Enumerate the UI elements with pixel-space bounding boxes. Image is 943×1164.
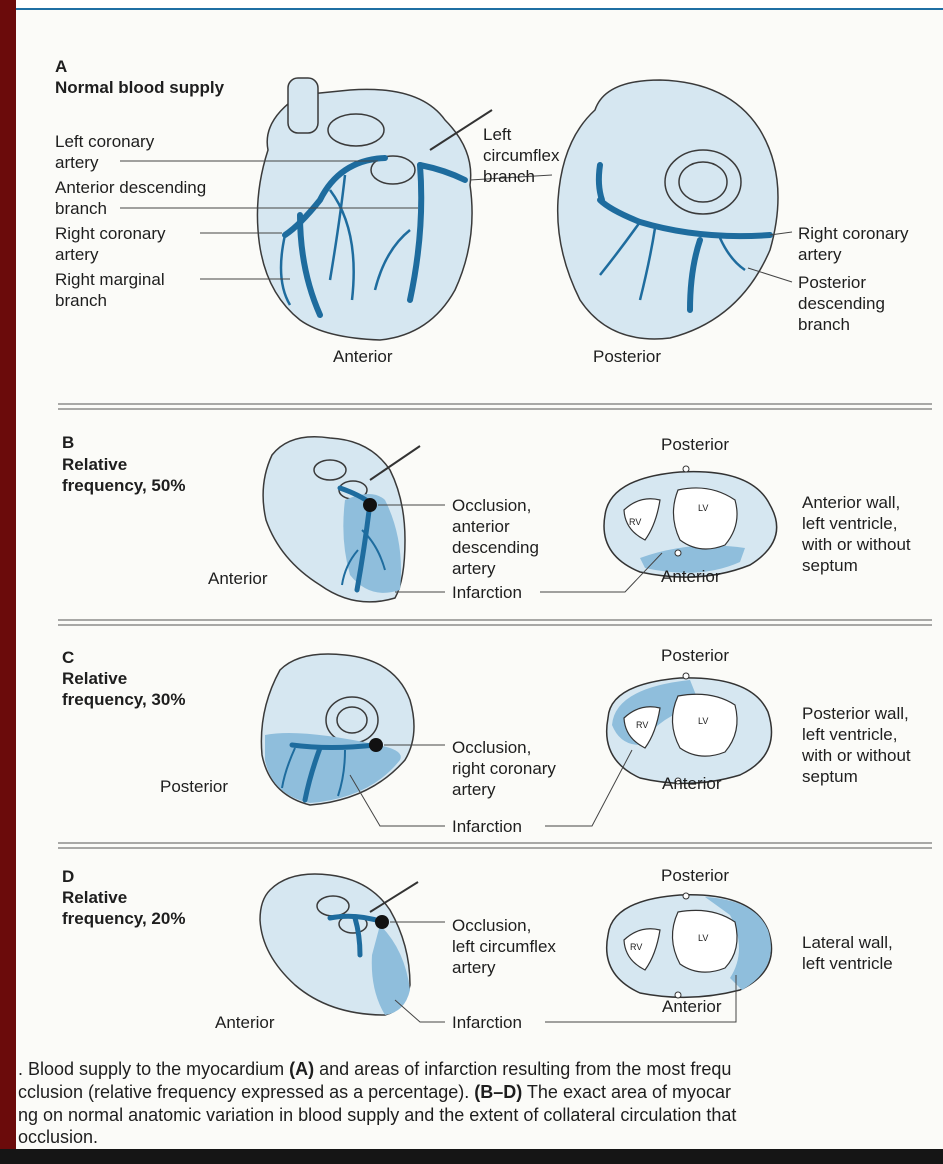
anterior-label-c: Anterior: [662, 773, 722, 794]
occlusion-b-4: artery: [452, 558, 495, 579]
label-circumflex-3: branch: [483, 166, 535, 187]
lv-label-c: LV: [698, 716, 708, 726]
occlusion-b-1: Occlusion,: [452, 495, 531, 516]
result-c-3: with or without: [802, 745, 911, 766]
anterior-label-b: Anterior: [661, 566, 721, 587]
posterior-label-d: Posterior: [661, 865, 729, 886]
panel-d-title-1: Relative: [62, 887, 127, 908]
bottom-dark-edge: [0, 1149, 943, 1164]
result-d-1: Lateral wall,: [802, 932, 893, 953]
occlusion-dot-b: [363, 498, 377, 512]
label-right-coronary-post-1: Right coronary: [798, 223, 909, 244]
panel-b-letter: B: [62, 432, 74, 453]
anterior-label-d: Anterior: [662, 996, 722, 1017]
panel-d-letter: D: [62, 866, 74, 887]
posterior-label-b: Posterior: [661, 434, 729, 455]
view-label-posterior-a: Posterior: [593, 346, 661, 367]
label-right-marginal-2: branch: [55, 290, 107, 311]
occlusion-b-3: descending: [452, 537, 539, 558]
caption-line-2: cclusion (relative frequency expressed a…: [18, 1081, 731, 1104]
panel-a-letter: A: [55, 56, 67, 77]
posterior-label-c: Posterior: [661, 645, 729, 666]
result-c-1: Posterior wall,: [802, 703, 909, 724]
result-b-1: Anterior wall,: [802, 492, 900, 513]
occlusion-dot-d: [375, 915, 389, 929]
panel-a-title: Normal blood supply: [55, 77, 224, 98]
infarction-label-c: Infarction: [452, 816, 522, 837]
caption-line-1: . Blood supply to the myocardium (A) and…: [18, 1058, 731, 1081]
label-anterior-desc-2: branch: [55, 198, 107, 219]
view-label-b: Anterior: [208, 568, 268, 589]
label-anterior-desc-1: Anterior descending: [55, 177, 206, 198]
label-right-marginal-1: Right marginal: [55, 269, 165, 290]
view-label-anterior-a: Anterior: [333, 346, 393, 367]
caption-line-4: occlusion.: [18, 1126, 98, 1149]
panel-c-title-2: frequency, 30%: [62, 689, 185, 710]
panel-c-letter: C: [62, 647, 74, 668]
occlusion-c-3: artery: [452, 779, 495, 800]
label-post-desc-1: Posterior: [798, 272, 866, 293]
label-circumflex-2: circumflex: [483, 145, 560, 166]
rv-label-b: RV: [629, 517, 641, 527]
label-right-coronary-post-2: artery: [798, 244, 841, 265]
result-b-4: septum: [802, 555, 858, 576]
lv-label-b: LV: [698, 503, 708, 513]
label-left-coronary-2: artery: [55, 152, 98, 173]
occlusion-d-3: artery: [452, 957, 495, 978]
infarction-label-d: Infarction: [452, 1012, 522, 1033]
heart-posterior-normal: [558, 80, 778, 339]
rv-label-c: RV: [636, 720, 648, 730]
result-c-2: left ventricle,: [802, 724, 897, 745]
occlusion-c-1: Occlusion,: [452, 737, 531, 758]
lv-label-d: LV: [698, 933, 708, 943]
occlusion-d-1: Occlusion,: [452, 915, 531, 936]
result-b-3: with or without: [802, 534, 911, 555]
label-post-desc-2: descending: [798, 293, 885, 314]
result-b-2: left ventricle,: [802, 513, 897, 534]
occlusion-d-2: left circumflex: [452, 936, 556, 957]
heart-anterior-normal: [257, 78, 472, 340]
label-circumflex-1: Left: [483, 124, 511, 145]
result-d-2: left ventricle: [802, 953, 893, 974]
rv-label-d: RV: [630, 942, 642, 952]
label-right-coronary-2: artery: [55, 244, 98, 265]
view-label-d: Anterior: [215, 1012, 275, 1033]
panel-b-title-2: frequency, 50%: [62, 475, 185, 496]
cross-section-c: [607, 673, 772, 784]
label-right-coronary-1: Right coronary: [55, 223, 166, 244]
occlusion-b-2: anterior: [452, 516, 510, 537]
occlusion-dot-c: [369, 738, 383, 752]
result-c-4: septum: [802, 766, 858, 787]
caption-line-3: ng on normal anatomic variation in blood…: [18, 1104, 736, 1127]
panel-c-title-1: Relative: [62, 668, 127, 689]
view-label-c: Posterior: [160, 776, 228, 797]
label-left-coronary-1: Left coronary: [55, 131, 154, 152]
label-post-desc-3: branch: [798, 314, 850, 335]
occlusion-c-2: right coronary: [452, 758, 556, 779]
panel-d-title-2: frequency, 20%: [62, 908, 185, 929]
panel-b-title-1: Relative: [62, 454, 127, 475]
infarction-label-b: Infarction: [452, 582, 522, 603]
